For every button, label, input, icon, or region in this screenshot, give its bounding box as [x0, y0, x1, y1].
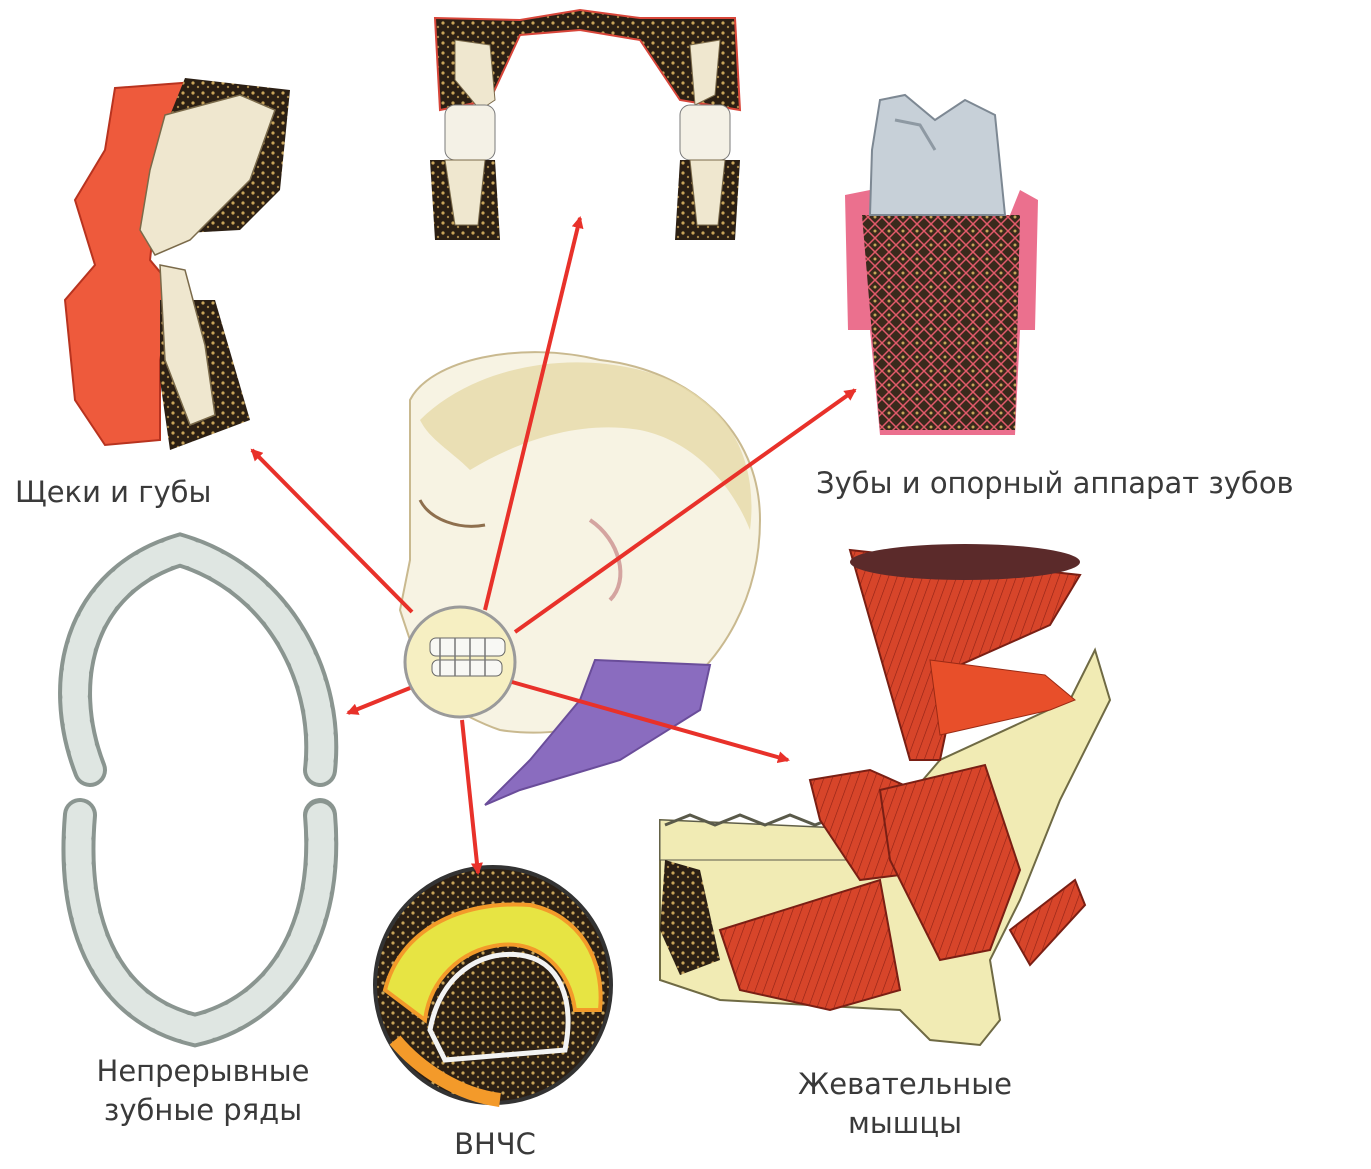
dental-arches-illustration	[75, 550, 321, 1030]
cheeks-lips-illustration	[65, 78, 290, 450]
arrow-to-tmj	[462, 720, 478, 873]
dental-arch-section-illustration	[430, 10, 740, 240]
arrow-to-cheeks	[252, 450, 412, 612]
label-continuous-dentition: Непрерывные зубные ряды	[78, 1052, 328, 1130]
label-tmj: ВНЧС	[430, 1125, 560, 1164]
label-cheeks-lips: Щеки и губы	[15, 473, 211, 512]
label-dentition-line2: зубные ряды	[78, 1091, 328, 1130]
label-dentition-line1: Непрерывные	[78, 1052, 328, 1091]
label-masticatory-muscles: Жевательные мышцы	[780, 1065, 1030, 1143]
tooth-periodontium-illustration	[845, 95, 1038, 435]
label-muscles-line1: Жевательные	[780, 1065, 1030, 1104]
arrow-to-dentition	[348, 688, 410, 713]
label-teeth-support: Зубы и опорный аппарат зубов	[816, 464, 1294, 503]
label-muscles-line2: мышцы	[780, 1104, 1030, 1143]
mouth-magnifier-illustration	[405, 607, 515, 717]
tmj-illustration	[375, 867, 611, 1103]
